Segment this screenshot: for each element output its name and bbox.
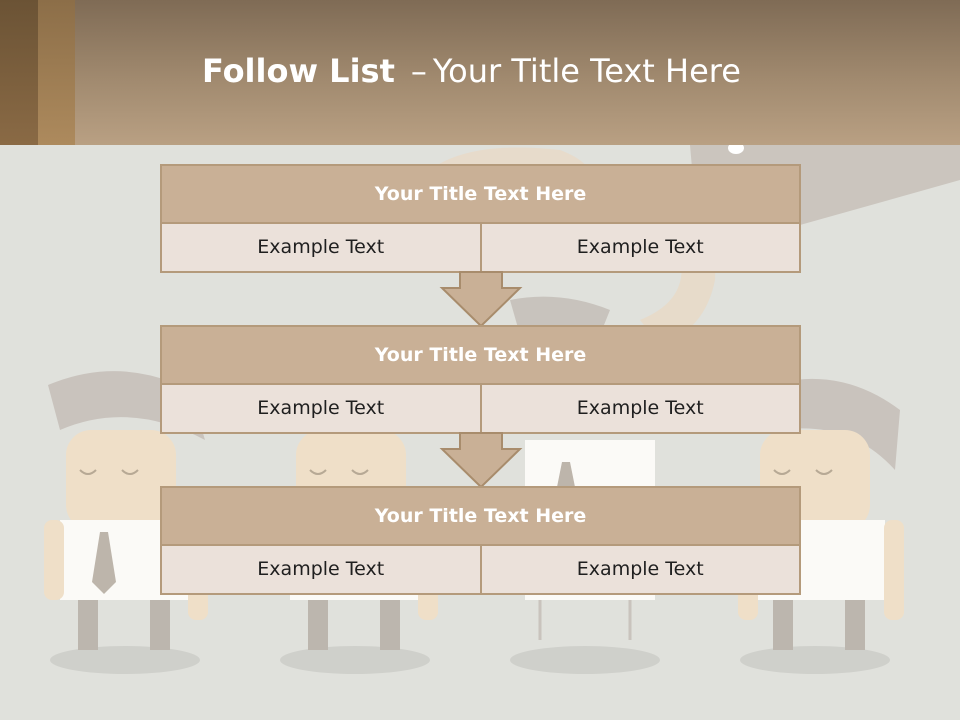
- header-banner: [0, 0, 960, 145]
- step-title: Your Title Text Here: [162, 327, 799, 385]
- step-row: Example Text Example Text: [162, 224, 799, 271]
- step-cell-right: Example Text: [479, 385, 800, 432]
- title-dash: –: [410, 52, 427, 90]
- step-box-2: Your Title Text Here Example Text Exampl…: [160, 325, 801, 434]
- step-cell-left: Example Text: [257, 558, 385, 580]
- title-bold: Follow List: [202, 52, 395, 90]
- step-title: Your Title Text Here: [162, 166, 799, 224]
- down-arrow-icon: [439, 271, 523, 328]
- banner-accent-strip: [0, 0, 38, 145]
- step-box-1: Your Title Text Here Example Text Exampl…: [160, 164, 801, 273]
- banner-accent-strip: [38, 0, 75, 145]
- step-cell-right: Example Text: [479, 546, 800, 593]
- slide-title: Follow List–Your Title Text Here: [202, 52, 741, 90]
- down-arrow-icon: [439, 432, 523, 489]
- step-cell-left: Example Text: [257, 397, 385, 419]
- step-row: Example Text Example Text: [162, 385, 799, 432]
- title-rest: Your Title Text Here: [432, 52, 741, 90]
- step-box-3: Your Title Text Here Example Text Exampl…: [160, 486, 801, 595]
- step-cell-left: Example Text: [257, 236, 385, 258]
- step-title: Your Title Text Here: [162, 488, 799, 546]
- step-cell-right: Example Text: [479, 224, 800, 271]
- step-row: Example Text Example Text: [162, 546, 799, 593]
